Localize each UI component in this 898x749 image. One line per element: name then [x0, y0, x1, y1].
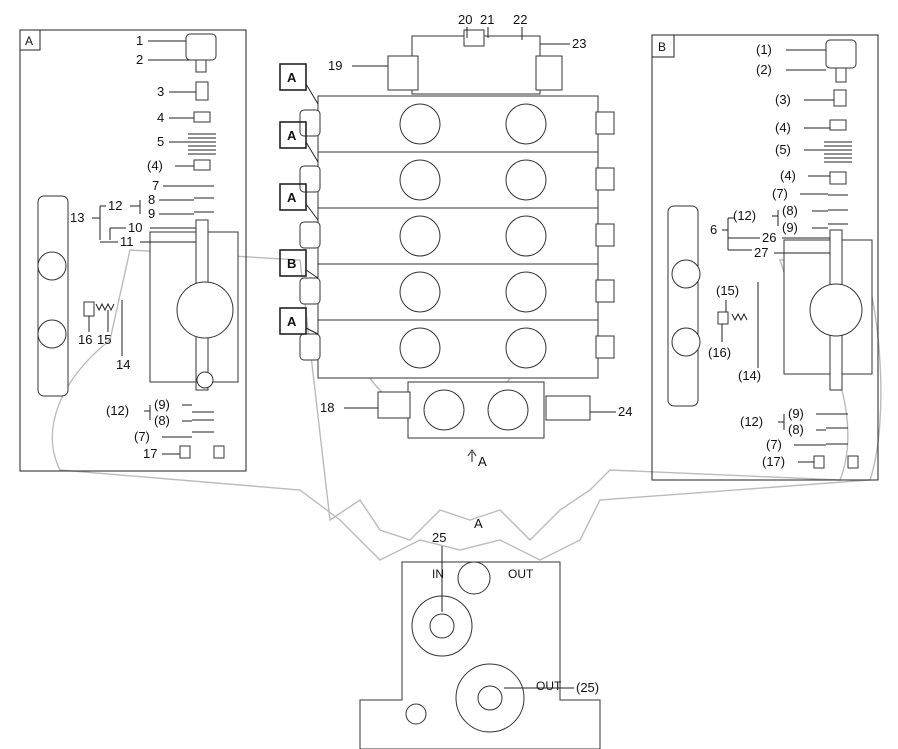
label-a-1: 1 [136, 33, 143, 48]
label-a-8b: (8) [154, 413, 170, 428]
label-25: 25 [432, 530, 446, 545]
label-b-2: (2) [756, 62, 772, 77]
bottom-view: IN OUT OUT [359, 561, 601, 749]
label-b-7b: (7) [766, 437, 782, 452]
label-a-9b: (9) [154, 397, 170, 412]
label-a-11: 11 [120, 234, 134, 249]
label-b-6: 6 [710, 222, 717, 237]
label-a-4: 4 [157, 110, 164, 125]
panel-a-parts [37, 33, 239, 459]
label-a-10: 10 [128, 220, 142, 235]
label-a-12b: (12) [106, 403, 129, 418]
label-a-4b: (4) [147, 158, 163, 173]
label-a-7: 7 [152, 178, 159, 193]
section-tag-3: A [287, 190, 297, 205]
label-a-5: 5 [157, 134, 164, 149]
panel-b-tag: B [658, 40, 666, 54]
label-c-22: 22 [513, 12, 527, 27]
label-b-14: (14) [738, 368, 761, 383]
label-b-27: 27 [754, 245, 768, 260]
label-a-17: 17 [143, 446, 157, 461]
port-label-in: IN [432, 567, 444, 581]
label-a-2: 2 [136, 52, 143, 67]
label-c-19: 19 [328, 58, 342, 73]
panel-a-tag: A [25, 34, 33, 48]
label-b-3: (3) [775, 92, 791, 107]
label-b-4b: (4) [780, 168, 796, 183]
label-c-18: 18 [320, 400, 334, 415]
label-b-17: (17) [762, 454, 785, 469]
label-b-9: (9) [782, 220, 798, 235]
center-labels: 20 21 22 23 19 18 24 A A A A B A [279, 12, 632, 469]
panel-b-tag-box [651, 34, 675, 58]
label-a-16: 16 [78, 332, 92, 347]
label-b-4: (4) [775, 120, 791, 135]
label-b-9b: (9) [788, 406, 804, 421]
label-b-7: (7) [772, 186, 788, 201]
section-tag-5: A [287, 314, 297, 329]
section-tag-4: B [287, 256, 296, 271]
label-b-16: (16) [708, 345, 731, 360]
label-b-8: (8) [782, 203, 798, 218]
label-25b: (25) [576, 680, 599, 695]
label-b-8b: (8) [788, 422, 804, 437]
label-a-3: 3 [157, 84, 164, 99]
label-c-23: 23 [572, 36, 586, 51]
panel-a-labels: 1 2 3 4 5 (4) 7 8 9 12 13 10 11 16 15 14… [70, 33, 196, 461]
section-tag-2: A [287, 128, 297, 143]
label-c-24: 24 [618, 404, 632, 419]
label-c-20: 20 [458, 12, 472, 27]
panel-a-frame [19, 29, 247, 472]
label-a-7b: (7) [134, 429, 150, 444]
panel-b-frame [651, 34, 879, 481]
label-a-13: 13 [70, 210, 84, 225]
label-a-9: 9 [148, 206, 155, 221]
label-b-1: (1) [756, 42, 772, 57]
port-label-out-bottom: OUT [536, 679, 562, 693]
panel-a-tag-box [19, 29, 41, 51]
section-tag-1: A [287, 70, 297, 85]
panel-b-parts [667, 39, 873, 469]
label-c-21: 21 [480, 12, 494, 27]
label-a-12: 12 [108, 198, 122, 213]
port-label-out-top: OUT [508, 567, 534, 581]
arrow-view-label: A [478, 454, 487, 469]
label-a-14: 14 [116, 357, 130, 372]
label-b-12b: (12) [740, 414, 763, 429]
label-b-15: (15) [716, 283, 739, 298]
label-b-5: (5) [775, 142, 791, 157]
label-b-12: (12) [733, 208, 756, 223]
label-b-26: 26 [762, 230, 776, 245]
panel-b-labels: (1) (2) (3) (4) (5) (4) (7) (12) (8) 6 (… [708, 42, 834, 469]
center-valve-assembly [299, 29, 615, 462]
bottom-view-label: A [474, 516, 483, 531]
label-a-8: 8 [148, 192, 155, 207]
label-a-15: 15 [97, 332, 111, 347]
